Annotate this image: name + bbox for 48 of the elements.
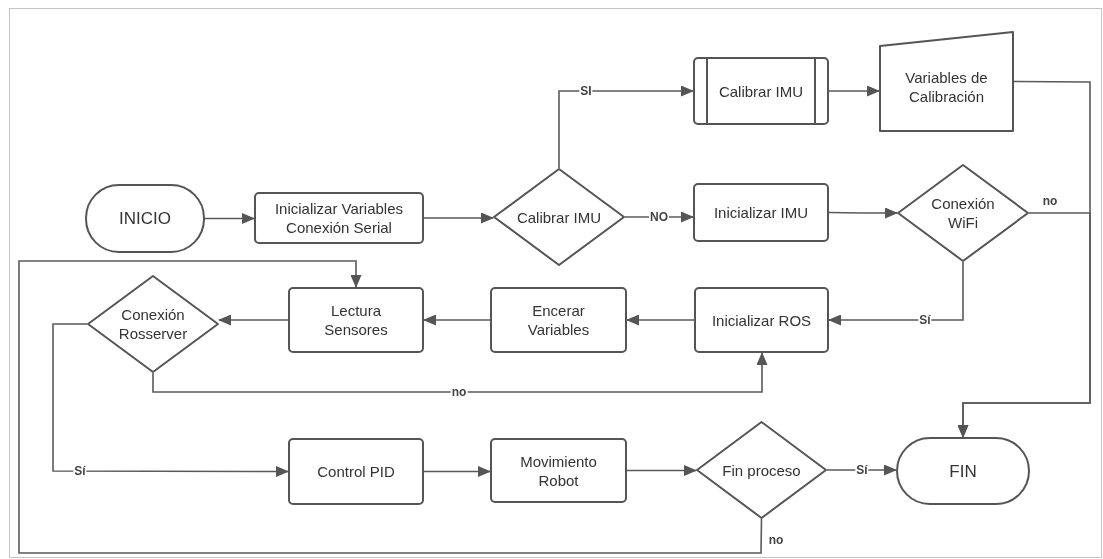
arrow (204, 213, 255, 224)
arrow (423, 314, 491, 326)
node-text: Inicializar IMU (712, 203, 810, 222)
node-text: Movimiento Robot (519, 451, 598, 490)
node-text: Control PID (316, 462, 396, 481)
arrow (957, 212, 1091, 438)
edge-label: Sí (855, 463, 869, 477)
node-text: Inicializar Variables Conexión Serial (273, 199, 405, 237)
arrow (828, 207, 898, 219)
arrow (828, 261, 964, 326)
node-text: Conexión Rosserver (117, 305, 189, 343)
process-box (254, 192, 424, 244)
arrow (423, 212, 494, 224)
edge-label: NO (649, 210, 669, 224)
process-box (288, 438, 424, 505)
node-text: Lectura Sensores (323, 301, 389, 339)
edge-label: Sí (73, 464, 87, 478)
edge-label: Sí (918, 313, 932, 327)
process-box (490, 438, 627, 503)
decision-diamond (897, 164, 1029, 262)
process-box (288, 287, 424, 353)
node-text: Calibrar IMU (717, 81, 805, 101)
manual-input-shape (879, 31, 1014, 132)
subprocess-box (693, 57, 829, 125)
decision-diamond (493, 168, 625, 266)
arrow (626, 465, 697, 476)
node-text: Encerar Variables (526, 301, 591, 339)
decision-diamond (87, 275, 219, 373)
node-text: Fin proceso (721, 460, 802, 480)
node-text: Conexión WiFi (930, 194, 996, 232)
arrow (52, 323, 289, 477)
process-box (693, 183, 829, 242)
node-text: Inicializar ROS (710, 310, 813, 330)
edge-label: SI (579, 84, 593, 98)
node-text: Calibrar IMU (515, 207, 603, 227)
arrow (828, 85, 880, 97)
arrow (218, 314, 289, 326)
process-box (490, 287, 627, 353)
arrow (18, 260, 763, 554)
node-text: Variables de Calibración (904, 67, 989, 106)
arrow (558, 85, 694, 169)
arrow (423, 466, 491, 477)
node-text: FIN (948, 461, 978, 481)
arrow (626, 314, 695, 326)
node-text: INICIO (118, 209, 172, 228)
decision-diamond (696, 421, 827, 519)
process-box (694, 287, 829, 353)
arrow (152, 352, 768, 393)
